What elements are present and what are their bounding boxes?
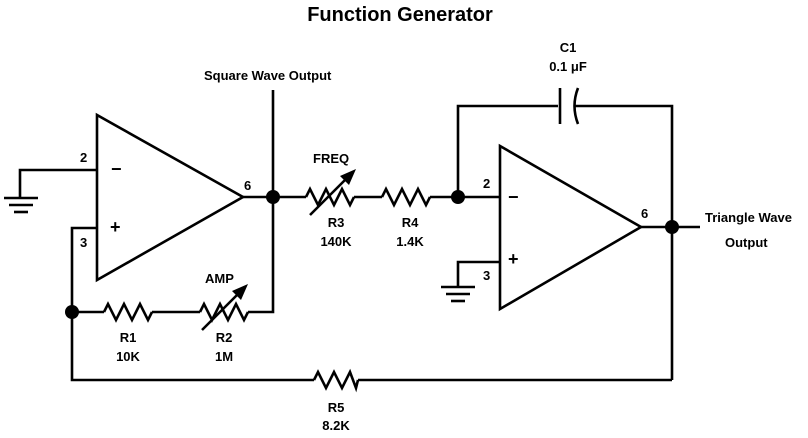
c1-name-label: C1 [560, 40, 577, 55]
r4-value-label: 1.4K [396, 234, 424, 249]
freq-label: FREQ [313, 151, 349, 166]
opamp-1-pin-2-label: 2 [80, 150, 87, 165]
r3-potentiometer [304, 186, 356, 208]
c1-left-wire [456, 104, 558, 197]
r3-name-label: R3 [328, 215, 345, 230]
r1-value-label: 10K [116, 349, 140, 364]
opamp-2-body [498, 143, 644, 312]
opamp-1-plus-sign: + [110, 217, 121, 237]
r3-adjust-arrowhead [340, 169, 356, 185]
r5-name-label: R5 [328, 400, 345, 415]
junction-opamp-2-minus [451, 190, 465, 204]
opamp-1-inverting-wire [18, 168, 97, 198]
opamp-2-pin-2-label: 2 [483, 176, 490, 191]
junction-opamp-1-plus [65, 305, 79, 319]
c1-value-label: 0.1 μF [549, 59, 587, 74]
opamp-2-pin-3-label: 3 [483, 268, 490, 283]
junction-square-output [266, 190, 280, 204]
opamp-1-noninverting-wire [70, 226, 314, 382]
r4-name-label: R4 [402, 215, 419, 230]
diagram-title: Function Generator [307, 4, 493, 26]
r4-resistor [380, 186, 432, 208]
opamp-1-minus-sign: − [111, 159, 122, 179]
opamp-2-minus-sign: − [508, 187, 519, 207]
r3-value-label: 140K [320, 234, 352, 249]
r2-adjust-arrowhead [232, 284, 248, 300]
amp-label: AMP [205, 271, 234, 286]
opamp-2-plus-sign: + [508, 249, 519, 269]
r2-adjust-arrow-shaft [201, 289, 243, 331]
opamp-1-pin-3-label: 3 [80, 235, 87, 250]
opamp-1-pin-6-label: 6 [244, 178, 251, 193]
triangle-wave-output-label-line-2: Output [725, 235, 768, 250]
r5-value-label: 8.2K [322, 418, 350, 433]
ground-symbol-2 [441, 285, 475, 303]
opamp-2-noninverting-wire [456, 260, 500, 287]
c1-right-wire [574, 104, 674, 380]
opamp-1-body [95, 112, 246, 283]
r2-name-label: R2 [216, 330, 233, 345]
junction-triangle-output [665, 220, 679, 234]
r2-potentiometer [198, 301, 250, 323]
r1-resistor [102, 301, 154, 323]
ground-symbol-1 [4, 196, 38, 214]
triangle-wave-output-label-line-1: Triangle Wave [705, 210, 792, 225]
r5-resistor [312, 368, 360, 393]
opamp-2-pin-6-label: 6 [641, 206, 648, 221]
r2-to-output-wire [248, 197, 275, 314]
r1-name-label: R1 [120, 330, 137, 345]
square-wave-output-label: Square Wave Output [204, 68, 332, 83]
r2-value-label: 1M [215, 349, 233, 364]
r3-adjust-arrow-shaft [309, 174, 351, 216]
